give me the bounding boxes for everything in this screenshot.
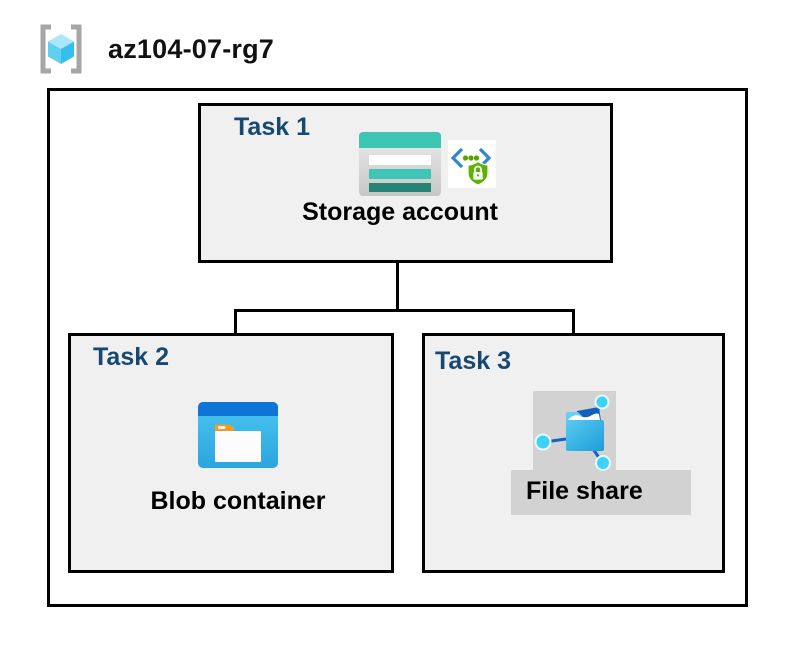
fileshare-label-highlight	[511, 470, 691, 515]
storage-account-icon	[359, 132, 441, 196]
task2-box: Task 2 Blob container	[68, 333, 394, 573]
task2-item-label: Blob container	[150, 487, 326, 515]
task2-label: Task 2	[93, 343, 169, 371]
task1-item-label: Storage account	[302, 198, 498, 226]
task3-label: Task 3	[435, 347, 511, 375]
resource-group-header: az104-07-rg7	[36, 22, 274, 76]
task3-box: Task 3 File share	[422, 333, 725, 573]
task3-item-label: File share	[526, 477, 643, 505]
connector-branch	[234, 309, 575, 312]
task1-box: Task 1 Storage acc	[198, 103, 613, 263]
blob-container-icon	[198, 402, 278, 468]
resource-group-title: az104-07-rg7	[108, 33, 274, 64]
connector-storage-stem	[396, 235, 399, 312]
secure-endpoint-icon	[448, 140, 496, 188]
file-share-icon	[533, 391, 616, 471]
task1-label: Task 1	[234, 113, 310, 141]
resource-group-icon	[36, 22, 86, 76]
